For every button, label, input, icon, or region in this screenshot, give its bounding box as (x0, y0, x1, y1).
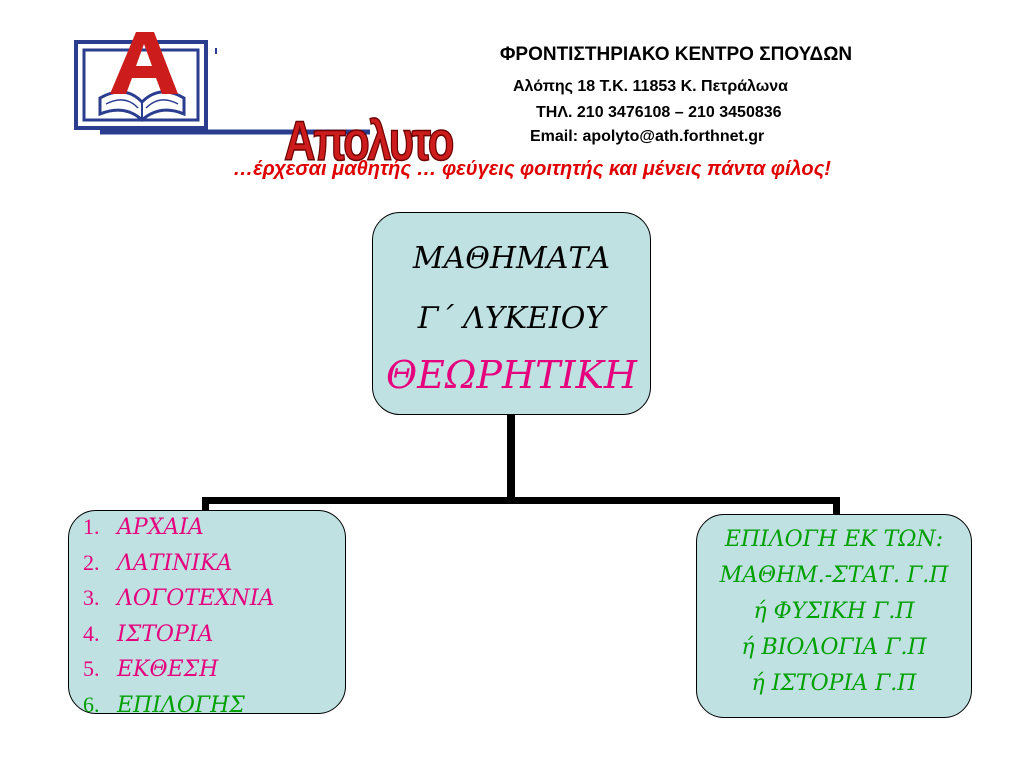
phone-numbers: ΤΗΛ. 210 3476108 – 210 3450836 (536, 104, 782, 121)
core-subjects-box: 1.ΑΡΧΑΙΑ 2.ΛΑΤΙΝΙΚΑ 3.ΛΟΓΟΤΕΧΝΙΑ 4.ΙΣΤΟΡ… (68, 510, 346, 718)
book-logo-icon (74, 32, 370, 135)
slogan: …έρχεσαι μαθητής … φεύγεις φοιτητής και … (233, 158, 831, 180)
grade-title: Γ΄ ΛΥΚΕΙΟΥ (417, 301, 606, 336)
address: Αλόπης 18 Τ.Κ. 11853 Κ. Πετράλωνα (513, 78, 788, 95)
list-item: 1.ΑΡΧΑΙΑ (83, 514, 204, 540)
elective-option: ή ΦΥΣΙΚΗ Γ.Π (753, 599, 915, 624)
connector-horizontal (202, 497, 840, 504)
elective-subjects-box: ΕΠΙΛΟΓΗ ΕΚ ΤΩΝ: ΜΑΘΗΜ.-ΣΤΑΤ. Γ.Π ή ΦΥΣΙΚ… (696, 514, 972, 718)
elective-option: ή ΙΣΤΟΡΙΑ Γ.Π (751, 671, 917, 696)
subjects-title: ΜΑΘΗΜΑΤΑ (412, 241, 611, 276)
email-address: Email: apolyto@ath.forthnet.gr (530, 128, 765, 145)
logo-wordmark: Απολυτο (283, 108, 455, 173)
connector-left-drop (202, 497, 209, 512)
elective-option: ή ΒΙΟΛΟΓΙΑ Γ.Π (741, 635, 927, 660)
connector-right-drop (833, 497, 840, 516)
track-title: ΘΕΩΡΗΤΙΚΗ (386, 353, 637, 397)
elective-heading: ΕΠΙΛΟΓΗ ΕΚ ΤΩΝ: (724, 527, 944, 552)
list-item: 2.ΛΑΤΙΝΙΚΑ (83, 549, 233, 576)
list-item: 3.ΛΟΓΟΤΕΧΝΙΑ (83, 585, 275, 611)
main-subject-box: ΜΑΘΗΜΑΤΑ Γ΄ ΛΥΚΕΙΟΥ ΘΕΩΡΗΤΙΚΗ (372, 212, 651, 415)
list-item: 6.ΕΠΙΛΟΓΗΣ (83, 691, 245, 718)
list-item: 4.ΙΣΤΟΡΙΑ (83, 620, 214, 647)
apolyto-logo: Απολυτο (70, 28, 455, 173)
org-name: ΦΡΟΝΤΙΣΤΗΡΙΑΚΟ ΚΕΝΤΡΟ ΣΠΟΥΔΩΝ (499, 44, 853, 65)
elective-option: ΜΑΘΗΜ.-ΣΤΑΤ. Γ.Π (719, 563, 949, 588)
connector-vertical-top (507, 415, 515, 503)
list-item: 5.ΕΚΘΕΣΗ (83, 656, 219, 682)
core-subjects-list: 1.ΑΡΧΑΙΑ 2.ΛΑΤΙΝΙΚΑ 3.ΛΟΓΟΤΕΧΝΙΑ 4.ΙΣΤΟΡ… (83, 509, 274, 722)
